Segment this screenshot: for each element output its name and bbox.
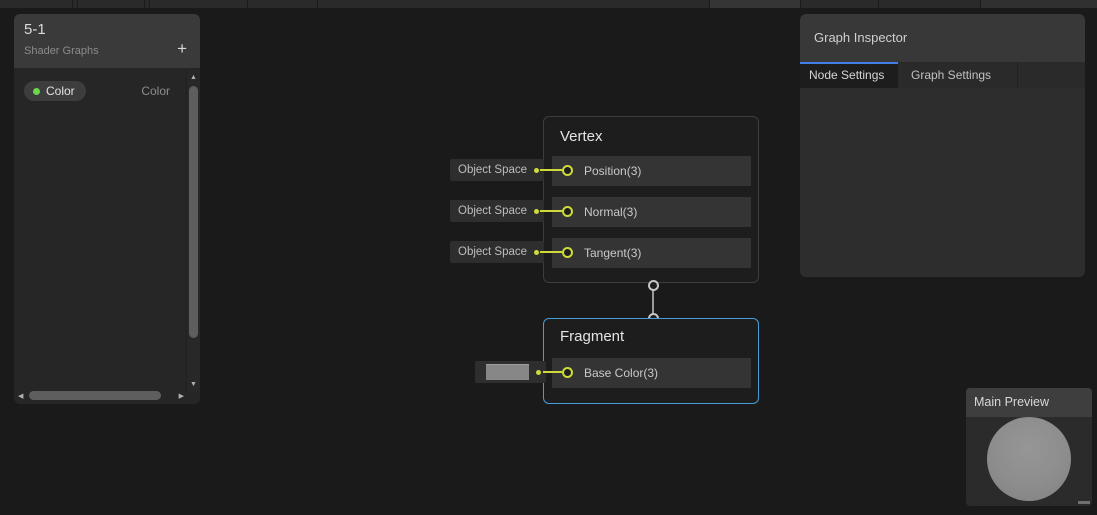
tangent-space-value: Object Space: [458, 246, 528, 258]
tab-strip-active-segment[interactable]: [710, 0, 800, 8]
tab-divider: [247, 0, 248, 8]
tab-divider: [800, 0, 801, 8]
tab-graph-settings-label: Graph Settings: [911, 68, 992, 82]
normal-port-label: Normal(3): [584, 205, 638, 219]
position-space-value: Object Space: [458, 164, 528, 176]
scroll-down-icon[interactable]: ▼: [190, 381, 197, 388]
scroll-left-icon[interactable]: ◀: [18, 393, 24, 400]
main-preview-panel: Main Preview: [966, 388, 1092, 506]
blackboard-subtitle: Shader Graphs: [24, 45, 99, 57]
property-color-dot: [33, 87, 40, 95]
normal-space-dropdown[interactable]: Object Space: [450, 200, 544, 222]
base-color-connector-dot[interactable]: [536, 369, 541, 375]
property-pill-color[interactable]: Color: [24, 81, 86, 101]
tangent-connector-dot[interactable]: [534, 249, 539, 255]
vertex-port-row-tangent: Tangent(3): [552, 238, 751, 268]
property-name: Color: [46, 84, 75, 98]
property-type-label: Color: [141, 84, 170, 98]
base-color-swatch[interactable]: [486, 364, 529, 380]
vertex-port-row-normal: Normal(3): [552, 197, 751, 227]
blackboard-horizontal-scrollbar[interactable]: ◀ ▶: [16, 390, 186, 402]
tangent-port-icon[interactable]: [562, 247, 573, 258]
add-property-button[interactable]: +: [177, 39, 187, 58]
fragment-node[interactable]: Fragment Base Color(3): [543, 318, 759, 404]
tab-divider: [72, 0, 73, 8]
vertical-scroll-thumb[interactable]: [189, 86, 198, 338]
blackboard-title: 5-1: [24, 21, 46, 38]
vertex-port-row-position: Position(3): [552, 156, 751, 186]
graph-inspector-header[interactable]: Graph Inspector: [800, 14, 1085, 62]
inspector-tab-bar: Node Settings Graph Settings: [800, 62, 1085, 88]
tab-divider: [149, 0, 150, 8]
tab-divider: [144, 0, 145, 8]
normal-wire[interactable]: [540, 210, 562, 212]
tangent-port-label: Tangent(3): [584, 246, 642, 260]
tab-divider: [709, 0, 710, 8]
blackboard-header[interactable]: 5-1 Shader Graphs +: [14, 14, 200, 68]
scroll-up-icon[interactable]: ▲: [190, 74, 197, 81]
fragment-port-row-base-color: Base Color(3): [552, 358, 751, 388]
tangent-space-dropdown[interactable]: Object Space: [450, 241, 544, 263]
preview-sphere[interactable]: [987, 417, 1071, 501]
normal-connector-dot[interactable]: [534, 208, 539, 214]
preview-resize-grip[interactable]: [1078, 501, 1090, 504]
tab-divider: [77, 0, 78, 8]
vertex-bottom-connector-icon[interactable]: [648, 280, 659, 291]
base-color-wire[interactable]: [543, 371, 562, 373]
window-tab-strip[interactable]: [0, 0, 1097, 8]
position-wire[interactable]: [540, 169, 562, 171]
scroll-right-icon[interactable]: ▶: [178, 393, 184, 400]
main-preview-title: Main Preview: [974, 395, 1050, 409]
blackboard-panel: 5-1 Shader Graphs + Color Color ▲ ▼ ◀ ▶: [14, 14, 200, 404]
position-space-dropdown[interactable]: Object Space: [450, 159, 544, 181]
tab-node-settings[interactable]: Node Settings: [800, 62, 898, 88]
vertex-node-title: Vertex: [560, 128, 603, 145]
blackboard-vertical-scrollbar[interactable]: ▲ ▼: [186, 70, 200, 392]
tab-graph-settings[interactable]: Graph Settings: [898, 62, 1018, 88]
vertex-fragment-edge[interactable]: [652, 289, 654, 316]
normal-port-icon[interactable]: [562, 206, 573, 217]
base-color-port-icon[interactable]: [562, 367, 573, 378]
tab-divider: [980, 0, 981, 8]
horizontal-scroll-thumb[interactable]: [29, 391, 161, 400]
tab-divider: [317, 0, 318, 8]
main-preview-header[interactable]: Main Preview: [966, 388, 1092, 417]
normal-space-value: Object Space: [458, 205, 528, 217]
base-color-field[interactable]: [475, 361, 546, 383]
tangent-wire[interactable]: [540, 251, 562, 253]
inspector-content-empty: [800, 88, 1085, 277]
position-port-icon[interactable]: [562, 165, 573, 176]
graph-inspector-title: Graph Inspector: [814, 30, 908, 45]
base-color-port-label: Base Color(3): [584, 366, 659, 380]
tab-divider: [878, 0, 879, 8]
position-connector-dot[interactable]: [534, 167, 539, 173]
fragment-node-title: Fragment: [560, 328, 625, 345]
graph-inspector-panel: Graph Inspector Node Settings Graph Sett…: [800, 14, 1085, 277]
tab-strip-segment[interactable]: [981, 0, 1097, 8]
tab-node-settings-label: Node Settings: [809, 68, 885, 82]
vertex-node[interactable]: Vertex Position(3) Normal(3) Tangent(3): [543, 116, 759, 283]
position-port-label: Position(3): [584, 164, 642, 178]
